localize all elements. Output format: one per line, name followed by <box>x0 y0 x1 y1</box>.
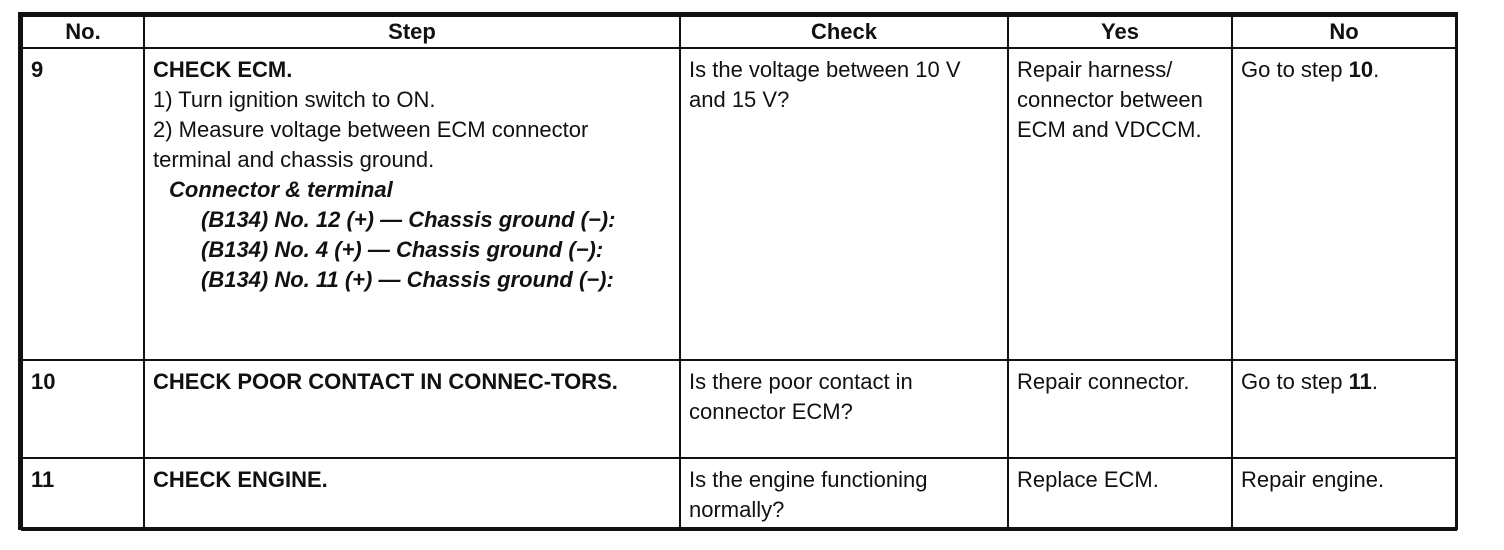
connector-terminal: (B134) No. 12 (+) — Chassis ground (−): <box>201 207 616 232</box>
header-check: Check <box>679 15 1009 49</box>
no-suffix: . <box>1373 57 1380 82</box>
next-step-number: 10 <box>1348 57 1374 82</box>
connector-heading: Connector & terminal <box>169 177 393 202</box>
yes-cell: Repair harness/ connector between ECM an… <box>1007 47 1233 361</box>
step-title: CHECK POOR CONTACT IN CONNEC-TORS. <box>153 369 618 394</box>
no-cell: Go to step 10. <box>1231 47 1457 361</box>
connector-terminal: (B134) No. 11 (+) — Chassis ground (−): <box>201 267 614 292</box>
step-number: 9 <box>21 47 145 361</box>
step-title: CHECK ECM. <box>153 57 293 82</box>
check-cell: Is the voltage between 10 V and 15 V? <box>679 47 1009 361</box>
no-suffix: . <box>1371 369 1379 394</box>
table-row: 11 CHECK ENGINE. Is the engine functioni… <box>21 457 1457 531</box>
connector-terminal: (B134) No. 4 (+) — Chassis ground (−): <box>201 237 604 262</box>
step-instruction: 2) Measure voltage between ECM connector… <box>153 117 589 172</box>
diagnostic-table-page: No. Step Check Yes No 9 CHECK ECM. 1) Tu… <box>18 12 1458 531</box>
no-cell: Go to step 11. <box>1231 359 1457 459</box>
yes-cell: Repair connector. <box>1007 359 1233 459</box>
next-step-number: 11 <box>1348 369 1372 394</box>
step-cell: CHECK ECM. 1) Turn ignition switch to ON… <box>143 47 681 361</box>
header-no-result: No <box>1231 15 1457 49</box>
table-row: 9 CHECK ECM. 1) Turn ignition switch to … <box>21 47 1457 361</box>
step-cell: CHECK POOR CONTACT IN CONNEC-TORS. <box>143 359 681 459</box>
diagnostic-table: No. Step Check Yes No 9 CHECK ECM. 1) Tu… <box>21 15 1457 531</box>
table-header-row: No. Step Check Yes No <box>21 15 1457 49</box>
check-cell: Is there poor contact in connector ECM? <box>679 359 1009 459</box>
no-prefix: Go to step <box>1241 57 1349 82</box>
header-yes: Yes <box>1007 15 1233 49</box>
yes-cell: Replace ECM. <box>1007 457 1233 531</box>
step-cell: CHECK ENGINE. <box>143 457 681 531</box>
header-no: No. <box>21 15 145 49</box>
no-cell: Repair engine. <box>1231 457 1457 531</box>
no-prefix: Go to step <box>1241 369 1349 394</box>
check-cell: Is the engine functioning normally? <box>679 457 1009 531</box>
step-number: 11 <box>21 457 145 531</box>
header-step: Step <box>143 15 681 49</box>
step-number: 10 <box>21 359 145 459</box>
table-row: 10 CHECK POOR CONTACT IN CONNEC-TORS. Is… <box>21 359 1457 459</box>
step-instruction: 1) Turn ignition switch to ON. <box>153 87 436 112</box>
step-title: CHECK ENGINE. <box>153 467 328 492</box>
